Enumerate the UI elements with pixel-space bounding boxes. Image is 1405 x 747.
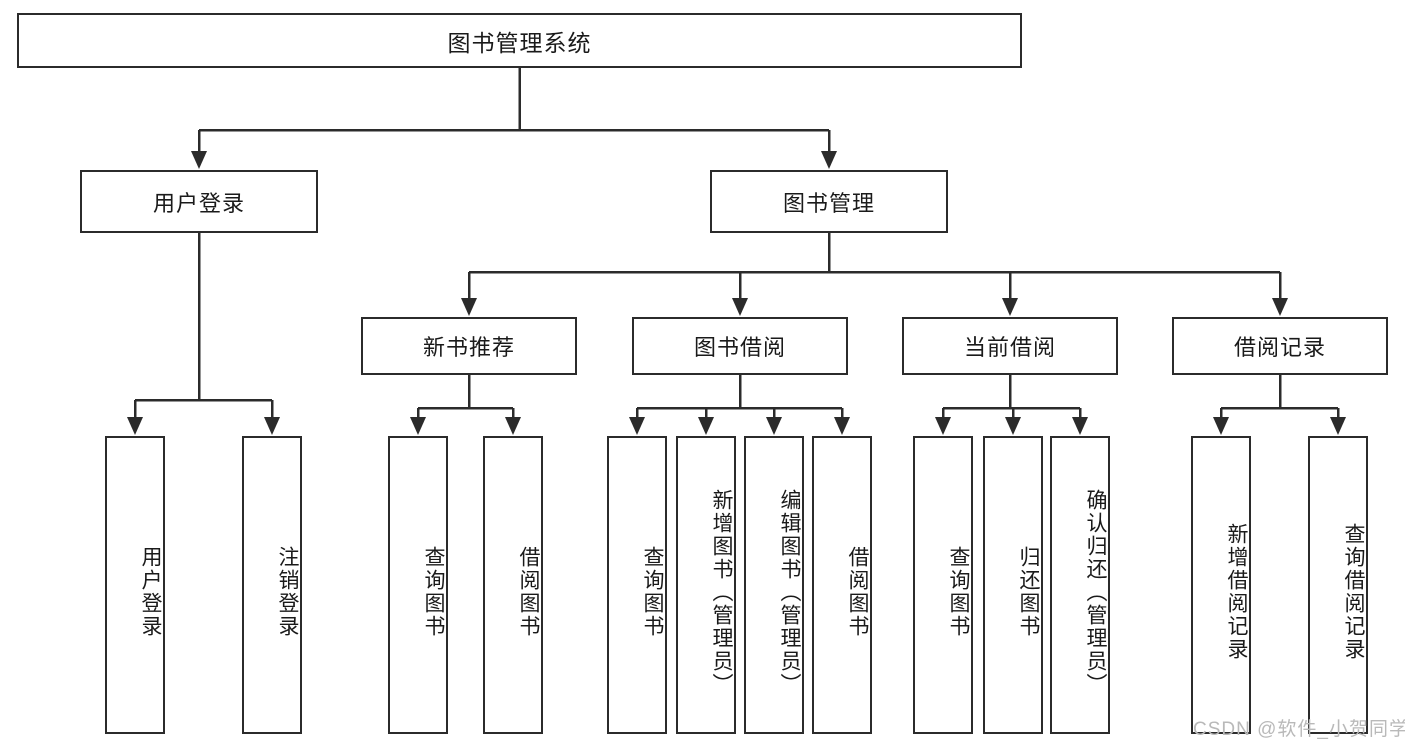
node-label: 查询借阅记录: [1342, 523, 1365, 661]
node-label: 查询图书: [947, 546, 970, 638]
node-label: 归还图书: [1017, 546, 1040, 638]
node-label: 借阅图书: [846, 546, 869, 638]
root-node-图书管理系统[interactable]: 图书管理系统: [17, 13, 1022, 68]
node-label: 新增借阅记录: [1225, 523, 1248, 661]
leaf-node-1-注销登录[interactable]: 注销登录: [242, 436, 302, 734]
level3-node-新书推荐[interactable]: 新书推荐: [361, 317, 577, 375]
level3-node-图书借阅[interactable]: 图书借阅: [632, 317, 848, 375]
node-label: 编辑图书（管理员）: [778, 488, 801, 696]
node-label: 查询图书: [641, 546, 664, 638]
level2-node-图书管理[interactable]: 图书管理: [710, 170, 948, 233]
node-label: 图书管理系统: [447, 29, 592, 56]
level3-node-当前借阅[interactable]: 当前借阅: [902, 317, 1118, 375]
level2-node-用户登录[interactable]: 用户登录: [80, 170, 318, 233]
node-label: 新书推荐: [422, 335, 515, 360]
node-label: 借阅图书: [517, 546, 540, 638]
level3-node-借阅记录[interactable]: 借阅记录: [1172, 317, 1388, 375]
leaf-node-6-编辑图书管理员[interactable]: 编辑图书（管理员）: [744, 436, 804, 734]
node-label: 用户登录: [152, 190, 245, 216]
leaf-node-11-新增借阅记录[interactable]: 新增借阅记录: [1191, 436, 1251, 734]
leaf-node-0-用户登录[interactable]: 用户登录: [105, 436, 165, 734]
watermark-label: CSDN @软件_小贺同学: [1193, 719, 1405, 740]
node-label: 注销登录: [276, 546, 299, 638]
leaf-node-3-借阅图书[interactable]: 借阅图书: [483, 436, 543, 734]
node-label: 确认归还（管理员）: [1084, 488, 1107, 696]
node-label: 借阅记录: [1233, 335, 1326, 360]
leaf-node-5-新增图书管理员[interactable]: 新增图书（管理员）: [676, 436, 736, 734]
leaf-node-12-查询借阅记录[interactable]: 查询借阅记录: [1308, 436, 1368, 734]
leaf-node-9-归还图书[interactable]: 归还图书: [983, 436, 1043, 734]
node-label: 当前借阅: [963, 335, 1056, 360]
leaf-node-8-查询图书[interactable]: 查询图书: [913, 436, 973, 734]
node-label: 图书管理: [782, 190, 875, 216]
node-label: 图书借阅: [693, 335, 786, 360]
leaf-node-10-确认归还管理员[interactable]: 确认归还（管理员）: [1050, 436, 1110, 734]
leaf-node-7-借阅图书[interactable]: 借阅图书: [812, 436, 872, 734]
node-label: 查询图书: [422, 546, 445, 638]
leaf-node-4-查询图书[interactable]: 查询图书: [607, 436, 667, 734]
leaf-node-2-查询图书[interactable]: 查询图书: [388, 436, 448, 734]
node-label: 用户登录: [139, 546, 162, 638]
node-label: 新增图书（管理员）: [710, 488, 733, 696]
